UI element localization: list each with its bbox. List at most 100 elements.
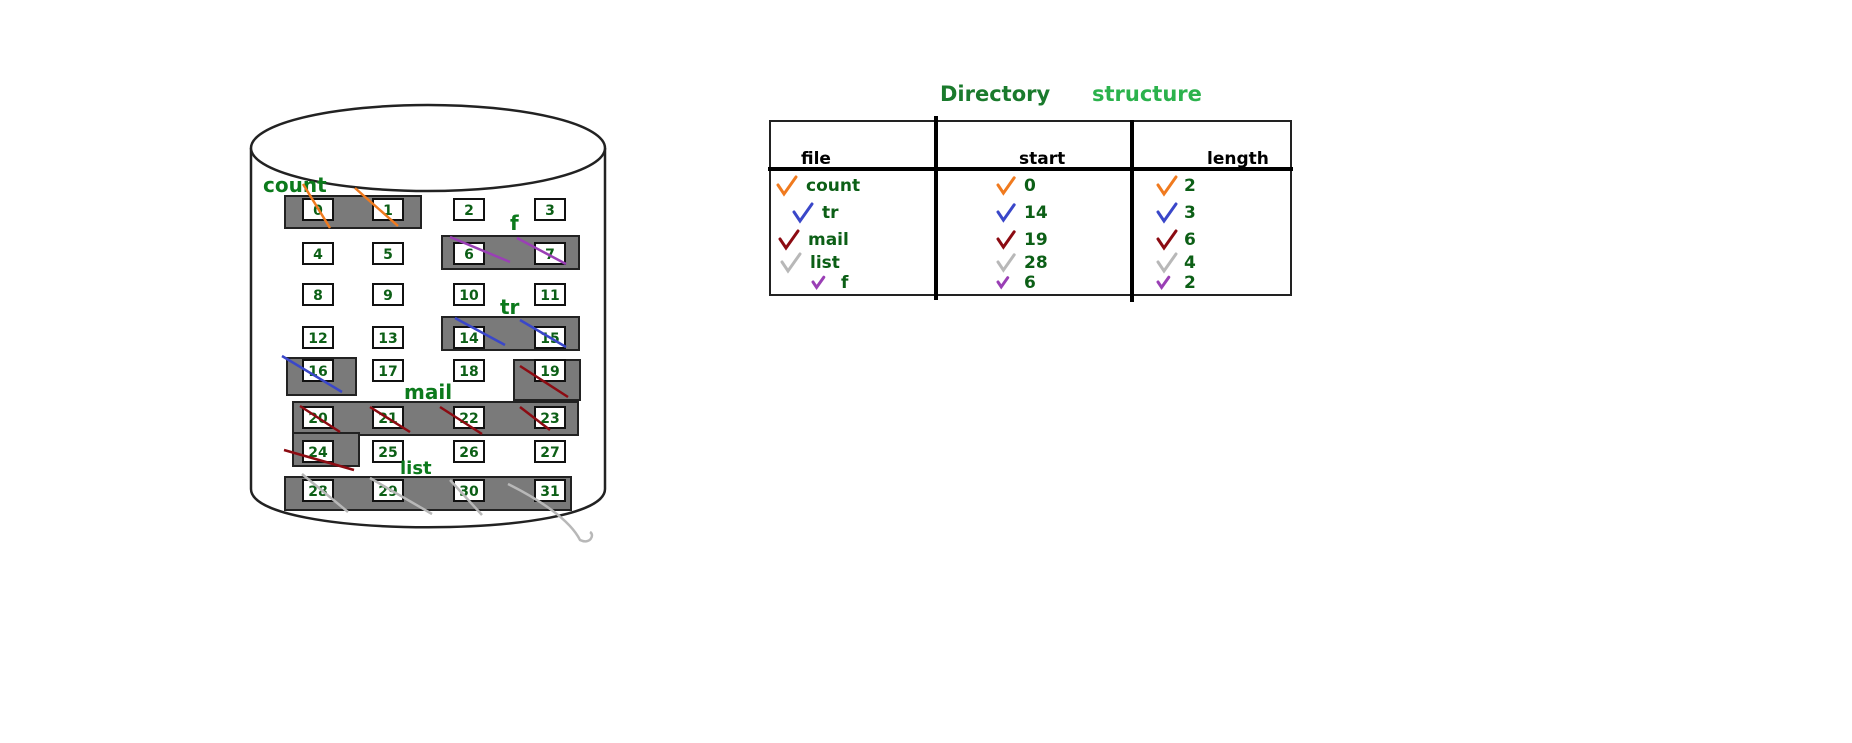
disk-block-31: 31 xyxy=(534,479,566,502)
disk-block-4: 4 xyxy=(302,242,334,265)
disk-block-12: 12 xyxy=(302,326,334,349)
dir-row-file: tr xyxy=(822,203,839,223)
file-label-count: count xyxy=(263,173,327,197)
file-label-mail: mail xyxy=(404,380,452,404)
check-mark-icon xyxy=(792,202,814,224)
disk-block-box xyxy=(534,479,566,502)
disk-block-number: 24 xyxy=(308,445,328,461)
disk-block-number: 23 xyxy=(540,411,559,427)
disk-block-number: 8 xyxy=(313,288,323,304)
disk-block-number: 28 xyxy=(308,484,327,500)
disk-block-box xyxy=(372,440,404,463)
check-mark-icon xyxy=(811,275,826,291)
disk-block-box xyxy=(372,283,404,306)
check-mark-icon xyxy=(776,175,798,197)
disk-block-18: 18 xyxy=(453,359,485,382)
disk-block-number: 1 xyxy=(383,203,393,219)
disk-block-box xyxy=(453,283,485,306)
disk-block-number: 14 xyxy=(459,331,479,347)
directory-table xyxy=(768,116,1293,302)
dir-row-length: 6 xyxy=(1184,230,1196,250)
dir-row-length: 3 xyxy=(1184,203,1196,223)
dir-row-start: 6 xyxy=(1024,273,1036,293)
disk-block-number: 31 xyxy=(540,484,559,500)
directory-title: Directory xyxy=(940,82,1050,106)
check-mark-icon xyxy=(778,229,800,251)
dir-row-file: count xyxy=(806,176,860,196)
dir-row-start: 14 xyxy=(1024,203,1048,223)
check-mark-icon xyxy=(1156,252,1178,274)
disk-block-box xyxy=(453,406,485,429)
file-label-f: f xyxy=(510,211,519,235)
disk-block-number: 4 xyxy=(313,247,323,263)
header-file: file xyxy=(801,149,831,169)
dir-row-start: 0 xyxy=(1024,176,1036,196)
disk-block-box xyxy=(453,198,485,221)
header-start: start xyxy=(1019,149,1065,169)
disk-block-box xyxy=(372,242,404,265)
dir-row-start: 19 xyxy=(1024,230,1048,250)
disk-block-box xyxy=(302,283,334,306)
disk-block-17: 17 xyxy=(372,359,404,382)
disk-block-10: 10 xyxy=(453,283,485,306)
disk-block-8: 8 xyxy=(302,283,334,306)
structure-title: structure xyxy=(1092,82,1202,106)
disk-block-box xyxy=(453,359,485,382)
dir-row-start: 28 xyxy=(1024,253,1048,273)
disk-block-5: 5 xyxy=(372,242,404,265)
disk-block-26: 26 xyxy=(453,440,485,463)
file-label-tr: tr xyxy=(500,295,520,319)
check-mark-icon xyxy=(1156,175,1178,197)
check-mark-icon xyxy=(996,276,1010,290)
disk-block-number: 11 xyxy=(540,288,559,304)
disk-block-3: 3 xyxy=(534,198,566,221)
disk-block-box xyxy=(534,198,566,221)
disk-block-28: 28 xyxy=(302,479,334,502)
disk-block-box xyxy=(534,359,566,382)
disk-block-box xyxy=(302,479,334,502)
disk-block-13: 13 xyxy=(372,326,404,349)
disk-block-box xyxy=(302,326,334,349)
disk-block-30: 30 xyxy=(453,479,485,502)
check-mark-icon xyxy=(996,176,1016,196)
disk-block-27: 27 xyxy=(534,440,566,463)
disk-block-number: 9 xyxy=(383,288,393,304)
disk-block-box xyxy=(372,359,404,382)
dir-row-length: 2 xyxy=(1184,273,1196,293)
disk-block-1: 1 xyxy=(372,198,404,221)
disk-block-25: 25 xyxy=(372,440,404,463)
dir-row-length: 2 xyxy=(1184,176,1196,196)
directory-rows: count 0 2 tr 14 3 mail 19 6 list 28 4 f 6 2 xyxy=(776,175,1196,293)
disk-block-box xyxy=(302,359,334,382)
disk-block-number: 13 xyxy=(378,331,397,347)
check-mark-icon xyxy=(1156,275,1171,291)
disk-block-number: 29 xyxy=(378,484,397,500)
disk-block-11: 11 xyxy=(534,283,566,306)
dir-row-file: list xyxy=(810,253,840,273)
disk-block-number: 25 xyxy=(378,445,397,461)
check-mark-icon xyxy=(996,230,1016,250)
disk-block-number: 19 xyxy=(540,364,559,380)
check-mark-icon xyxy=(1156,202,1178,224)
check-mark-icon xyxy=(996,203,1016,223)
header-length: length xyxy=(1207,149,1269,169)
disk-block-number: 3 xyxy=(545,203,555,219)
disk-block-number: 12 xyxy=(308,331,327,347)
dir-row-file: mail xyxy=(808,230,849,250)
disk-block-number: 26 xyxy=(459,445,478,461)
disk-block-number: 27 xyxy=(540,445,559,461)
disk-block-14: 14 xyxy=(453,326,485,349)
disk-block-box xyxy=(534,440,566,463)
dir-row-length: 4 xyxy=(1184,253,1196,273)
disk-block-2: 2 xyxy=(453,198,485,221)
check-mark-icon xyxy=(1156,229,1178,251)
dir-row-file: f xyxy=(841,273,849,293)
extent-mail-row xyxy=(292,401,579,436)
disk-block-number: 6 xyxy=(464,247,474,263)
disk-block-9: 9 xyxy=(372,283,404,306)
disk-block-box xyxy=(302,242,334,265)
check-mark-icon xyxy=(996,253,1016,273)
